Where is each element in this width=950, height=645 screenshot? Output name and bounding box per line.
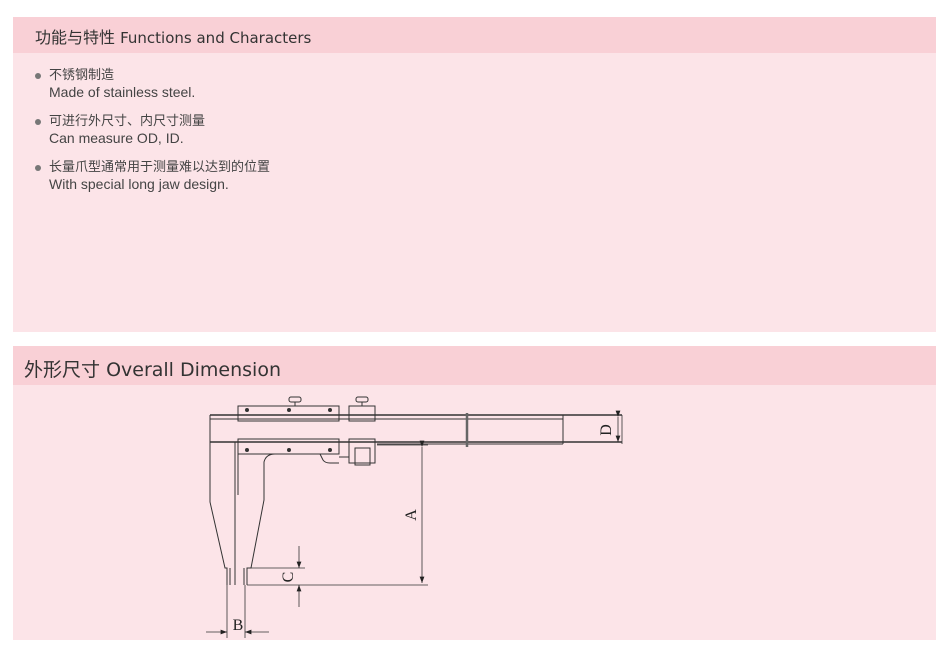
slider-top bbox=[237, 396, 376, 422]
item-en: Can measure OD, ID. bbox=[49, 130, 184, 146]
dimension-lines bbox=[206, 410, 623, 638]
dimension-title: 外形尺寸 Overall Dimension bbox=[24, 355, 281, 382]
functions-title: 功能与特性 Functions and Characters bbox=[35, 24, 311, 48]
dimension-header: 外形尺寸 Overall Dimension bbox=[13, 346, 936, 385]
label-c: C bbox=[280, 572, 297, 583]
label-d: D bbox=[598, 424, 615, 436]
label-b: B bbox=[233, 617, 244, 634]
slider-bottom bbox=[237, 438, 376, 466]
dimension-section: 外形尺寸 Overall Dimension bbox=[13, 346, 936, 640]
bullet-icon bbox=[35, 165, 41, 171]
jaws bbox=[209, 442, 276, 585]
item-cn: 长量爪型通常用于测量难以达到的位置 bbox=[49, 160, 271, 175]
bullet-icon bbox=[35, 73, 41, 79]
beam bbox=[209, 413, 622, 447]
bullet-icon bbox=[35, 119, 41, 125]
functions-header: 功能与特性 Functions and Characters bbox=[13, 17, 936, 53]
title-cn: 外形尺寸 bbox=[24, 359, 101, 381]
title-en: Overall Dimension bbox=[106, 359, 281, 381]
caliper-drawing: A C B D bbox=[206, 396, 623, 638]
item-cn: 不锈钢制造 bbox=[49, 68, 115, 83]
item-cn: 可进行外尺寸、内尺寸测量 bbox=[49, 114, 206, 129]
item-en: Made of stainless steel. bbox=[49, 84, 196, 100]
label-a: A bbox=[403, 509, 420, 521]
item-en: With special long jaw design. bbox=[49, 176, 229, 192]
title-cn: 功能与特性 bbox=[35, 28, 116, 47]
title-en: Functions and Characters bbox=[120, 29, 312, 47]
